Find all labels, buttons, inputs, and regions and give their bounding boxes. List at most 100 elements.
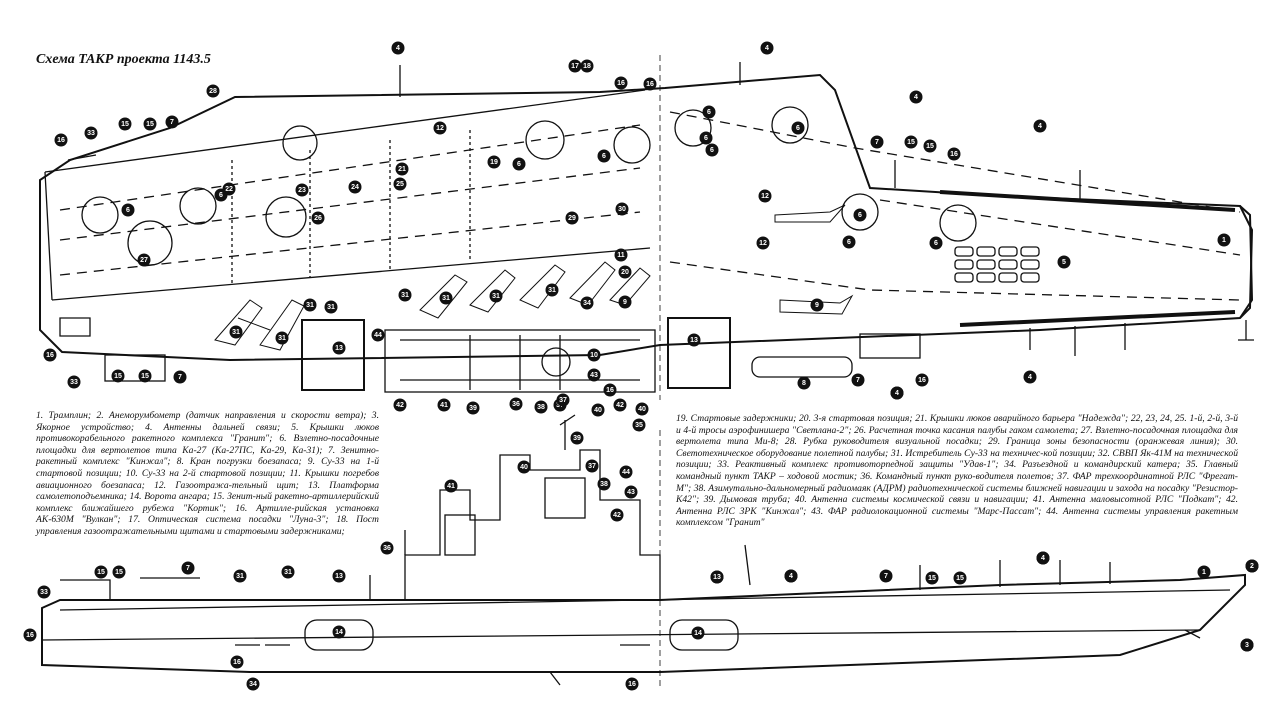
svg-text:31: 31 [327,304,335,311]
svg-text:6: 6 [847,239,851,246]
callout-16: 16 [625,677,639,691]
callout-17: 17 [568,59,582,73]
svg-text:4: 4 [914,94,918,101]
callout-11: 11 [614,248,628,262]
legend-left-text: 1. Трамплин; 2. Анеморумбометр (датчик н… [36,410,379,537]
svg-text:38: 38 [537,404,545,411]
callout-15: 15 [111,369,125,383]
diagram-title: Схема ТАКР проекта 1143.5 [36,52,211,67]
svg-text:6: 6 [219,192,223,199]
callout-33: 33 [84,126,98,140]
svg-text:6: 6 [707,109,711,116]
svg-text:38: 38 [600,481,608,488]
cortik-mount-aft [104,354,166,382]
svg-text:31: 31 [548,287,556,294]
svg-text:7: 7 [170,119,174,126]
edge-antennas [399,62,1126,356]
svg-text:31: 31 [401,292,409,299]
callout-40: 40 [591,403,605,417]
callout-19: 19 [487,155,501,169]
svg-text:39: 39 [573,435,581,442]
callout-41: 41 [437,398,451,412]
callout-1: 1 [1217,233,1231,247]
callout-12: 12 [758,189,772,203]
svg-text:31: 31 [232,329,240,336]
svg-text:31: 31 [306,302,314,309]
legend-left: 1. Трамплин; 2. Анеморумбометр (датчик н… [36,410,379,538]
svg-text:19: 19 [490,159,498,166]
island-radar-dome [541,347,571,377]
callout-6: 6 [214,188,228,202]
callout-16: 16 [23,628,37,642]
callout-15: 15 [904,135,918,149]
callout-7: 7 [851,373,865,387]
callout-15: 15 [923,139,937,153]
svg-text:26: 26 [314,215,322,222]
callout-27: 27 [137,253,151,267]
svg-text:6: 6 [704,135,708,142]
svg-text:8: 8 [802,380,806,387]
flight-deck-plan [39,62,1254,393]
callout-15: 15 [953,571,967,585]
callout-34: 34 [246,677,260,691]
elevator-aft-plan [301,319,365,391]
callout-43: 43 [624,485,638,499]
callout-33: 33 [37,585,51,599]
island-plan [384,329,656,393]
callout-5: 5 [1057,255,1071,269]
svg-text:31: 31 [284,569,292,576]
callout-20: 20 [618,265,632,279]
angled-deck [44,89,651,301]
svg-text:4: 4 [789,573,793,580]
callout-23: 23 [295,183,309,197]
svg-text:24: 24 [351,184,359,191]
callout-7: 7 [870,135,884,149]
svg-text:16: 16 [46,352,54,359]
callout-15: 15 [94,565,108,579]
svg-text:9: 9 [623,299,627,306]
svg-text:15: 15 [146,121,154,128]
hull-outline [41,573,1246,673]
callout-31: 31 [233,569,247,583]
svg-text:28: 28 [209,88,217,95]
svg-text:9: 9 [815,302,819,309]
svg-text:39: 39 [469,405,477,412]
svg-text:17: 17 [571,63,579,70]
callout-9: 9 [810,298,824,312]
svg-text:11: 11 [617,252,625,259]
svg-text:7: 7 [856,377,860,384]
callout-31: 31 [275,331,289,345]
svg-text:13: 13 [335,573,343,580]
touchdown-point [265,196,307,238]
svg-text:34: 34 [249,681,257,688]
svg-text:35: 35 [635,422,643,429]
callout-14: 14 [691,626,705,640]
svg-text:15: 15 [907,139,915,146]
callout-28: 28 [206,84,220,98]
callout-37: 37 [585,459,599,473]
svg-text:4: 4 [765,45,769,52]
crane-plan [751,356,853,378]
hull-deckline [59,589,1231,611]
callout-6: 6 [929,236,943,250]
svg-text:7: 7 [884,573,888,580]
phased-array-left [444,514,476,556]
svg-text:40: 40 [520,464,528,471]
callout-6: 6 [121,203,135,217]
island-profile [404,449,661,600]
svg-text:16: 16 [233,659,241,666]
callout-9: 9 [618,295,632,309]
callout-34: 34 [580,296,594,310]
callout-40: 40 [635,402,649,416]
callout-42: 42 [393,398,407,412]
svg-text:13: 13 [690,337,698,344]
callout-13: 13 [687,333,701,347]
legend-right: 19. Стартовые задержники; 20. 3-я старто… [676,413,1238,529]
callout-4: 4 [760,41,774,55]
propeller-shaft [549,544,751,686]
svg-text:4: 4 [1041,555,1045,562]
svg-text:33: 33 [87,130,95,137]
callout-16: 16 [43,348,57,362]
helipads [81,106,977,266]
